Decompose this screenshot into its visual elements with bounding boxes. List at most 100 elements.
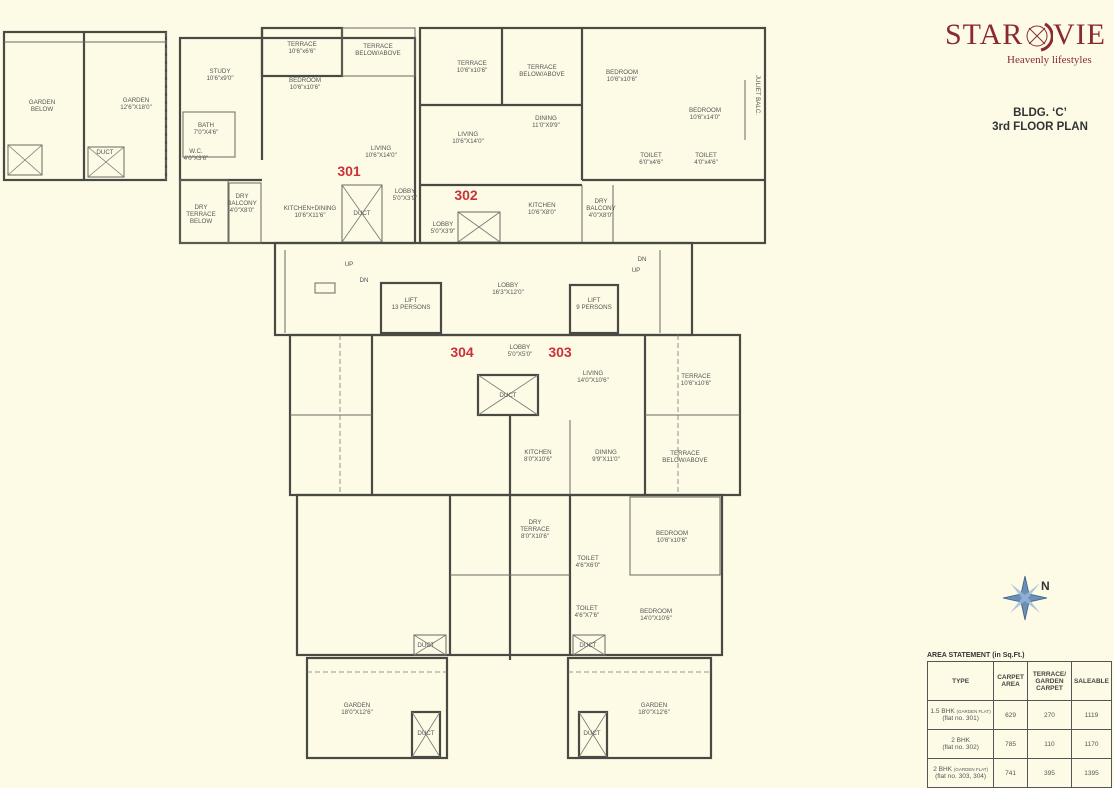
room-label-duct-d: DUCT — [417, 642, 434, 649]
plan-title: BLDG. ‘C’ 3rd FLOOR PLAN — [985, 106, 1095, 134]
cell-saleable: 1119 — [1070, 700, 1113, 730]
room-label-duct-a: DUCT — [96, 149, 113, 156]
header-terrace: TERRACE/ GARDEN CARPET — [1026, 661, 1072, 701]
room-label-juliet: JULIET BALC. — [754, 75, 761, 115]
stair-dn-label: DN — [360, 277, 369, 284]
room-label-toilet-303a: TOILET — [577, 555, 599, 562]
room-label-study: STUDY — [210, 68, 231, 75]
room-label-bedroom-302a: BEDROOM — [606, 69, 638, 76]
room-label-terrace-302: 10'6"x10'6" — [457, 67, 488, 74]
room-label-dry-terrace: TERRACE — [520, 526, 550, 533]
flat-ref: (flat no. 301) — [942, 715, 979, 722]
cell-saleable: 1170 — [1070, 729, 1113, 759]
room-label-toilet-302a: 6'0"x4'6" — [639, 159, 663, 166]
room-label-bath: 7'0"X4'6" — [194, 129, 219, 136]
room-label-living-303: 14'0"X10'6" — [577, 377, 609, 384]
room-label-garden-301: GARDEN — [123, 97, 149, 104]
room-label-garden-304: 18'0"X12'6" — [341, 709, 373, 716]
room-label-terrace-ba-2: BELOW/ABOVE — [519, 71, 564, 78]
room-label-kitchen-dining-301: KITCHEN+DINING — [284, 205, 337, 212]
room-label-lobby-main: LOBBY — [498, 282, 519, 289]
room-label-terrace-302: TERRACE — [457, 60, 487, 67]
cell-terrace: 395 — [1026, 758, 1072, 788]
room-label-terrace-301: 10'6"x6'6" — [288, 48, 315, 55]
room-label-lobby-302: LOBBY — [433, 221, 454, 228]
room-label-lift-2: 9 PERSONS — [576, 304, 611, 311]
table-row: 2 BHK (GARDEN FLAT)(flat no. 303, 304) 7… — [926, 758, 1113, 788]
room-label-dry-balcony-302: DRY — [595, 198, 608, 205]
room-label-dry-terrace: DRY — [529, 519, 542, 526]
room-label-duct-f: DUCT — [417, 730, 434, 737]
room-label-living-301: 10'6"X14'0" — [365, 152, 397, 159]
floor-title: 3rd FLOOR PLAN — [992, 121, 1088, 133]
table-header-row: TYPE CARPET AREA TERRACE/ GARDEN CARPET … — [926, 661, 1113, 701]
header-saleable: SALEABLE — [1070, 661, 1113, 701]
room-label-kitchen-dining-301: 10'6"X11'6" — [294, 212, 325, 219]
room-label-lift-1: LIFT — [405, 297, 418, 304]
room-label-terrace-ba-2: TERRACE — [527, 64, 557, 71]
room-label-toilet-303b: 4'6"X7'6" — [575, 612, 600, 619]
type-name: 2 BHK — [951, 737, 971, 744]
cell-carpet: 741 — [993, 758, 1028, 788]
type-tag: (GARDEN FLAT) — [956, 709, 991, 714]
compass-north-label: N — [1041, 579, 1050, 593]
room-label-toilet-303b: TOILET — [576, 605, 598, 612]
stair-dn-label: DN — [638, 256, 647, 263]
cell-carpet: 629 — [993, 700, 1028, 730]
room-label-toilet-302a: TOILET — [640, 152, 662, 159]
flat-number-304: 304 — [450, 344, 474, 360]
room-label-bedroom-302b: BEDROOM — [689, 107, 721, 114]
cell-saleable: 1395 — [1070, 758, 1113, 788]
room-label-toilet-302b: 4'0"x4'6" — [694, 159, 718, 166]
room-label-garden-303: 18'0"X12'6" — [638, 709, 670, 716]
room-label-bedroom-303b: BEDROOM — [640, 608, 672, 615]
room-label-bedroom-302a: 10'6"x10'6" — [607, 76, 638, 83]
room-label-duct-c: DUCT — [499, 392, 516, 399]
room-label-kitchen-302: KITCHEN — [528, 202, 555, 209]
stair-up-label: UP — [632, 267, 641, 274]
room-label-toilet-303a: 4'6"X6'0" — [576, 562, 601, 569]
room-label-wc: 4'0"X3'6" — [184, 155, 209, 162]
room-label-duct-g: DUCT — [583, 730, 600, 737]
room-label-garden-304: GARDEN — [344, 702, 370, 709]
floor-plan: N 301 302 303 304 GARDENBELOWGARDEN12'6"… — [2, 26, 1050, 760]
room-label-lobby-main: 16'3"X12'0" — [492, 289, 524, 296]
room-label-garden-301: 12'6"X18'0" — [120, 104, 152, 111]
room-label-dry-terrace: 8'0"X10'6" — [521, 533, 549, 540]
building-title: BLDG. ‘C’ — [1013, 107, 1067, 119]
room-label-terrace-ba-3: BELOW/ABOVE — [662, 457, 707, 464]
room-label-lobby-303: 5'0"X5'0" — [508, 351, 533, 358]
area-table: TYPE CARPET AREA TERRACE/ GARDEN CARPET … — [926, 661, 1113, 788]
room-label-duct-b: DUCT — [353, 210, 370, 217]
room-label-dry-terrace-below: DRY — [195, 204, 208, 211]
room-label-terrace-ba-3: TERRACE — [670, 450, 700, 457]
header-carpet: CARPET AREA — [993, 661, 1028, 701]
table-row: 1.5 BHK (GARDEN FLAT)(flat no. 301) 629 … — [926, 700, 1113, 730]
room-labels: GARDENBELOWGARDEN12'6"X18'0"DUCTSTUDY10'… — [29, 41, 761, 737]
room-label-lobby-302: 5'0"X3'9" — [431, 228, 456, 235]
room-label-dry-balcony-302: 4'0"X8'0" — [589, 212, 614, 219]
room-label-lobby-303: LOBBY — [510, 344, 531, 351]
room-label-living-302: 10'6"X14'0" — [452, 138, 484, 145]
room-label-kitchen-303: KITCHEN — [524, 449, 551, 456]
room-label-bedroom-303a: 10'6"x10'6" — [657, 537, 688, 544]
room-label-bedroom-302b: 10'6"x14'0" — [690, 114, 721, 121]
compass-rose-logo-icon — [1026, 22, 1053, 52]
cell-terrace: 270 — [1026, 700, 1072, 730]
room-label-bath: BATH — [198, 122, 214, 129]
area-statement: AREA STATEMENT (in Sq.Ft.) TYPE CARPET A… — [926, 652, 1113, 788]
room-label-dining-303: DINING — [595, 449, 617, 456]
room-label-living-303: LIVING — [583, 370, 603, 377]
room-label-study: 10'6"x9'0" — [206, 75, 233, 82]
area-statement-caption: AREA STATEMENT (in Sq.Ft.) — [927, 652, 1025, 659]
room-label-terrace-ba-1: TERRACE — [363, 43, 393, 50]
cell-terrace: 110 — [1026, 729, 1072, 759]
logo-word-left: STAR — [945, 18, 1024, 51]
walls — [2, 26, 767, 760]
room-label-kitchen-303: 8'0"X10'6" — [524, 456, 552, 463]
room-label-lobby-301: LOBBY — [395, 188, 416, 195]
room-label-living-301: LIVING — [371, 145, 391, 152]
room-label-dry-terrace-below: BELOW — [190, 218, 213, 225]
room-label-lobby-301: 5'0"X3'9" — [393, 195, 418, 202]
type-name: 2 BHK — [933, 766, 953, 773]
